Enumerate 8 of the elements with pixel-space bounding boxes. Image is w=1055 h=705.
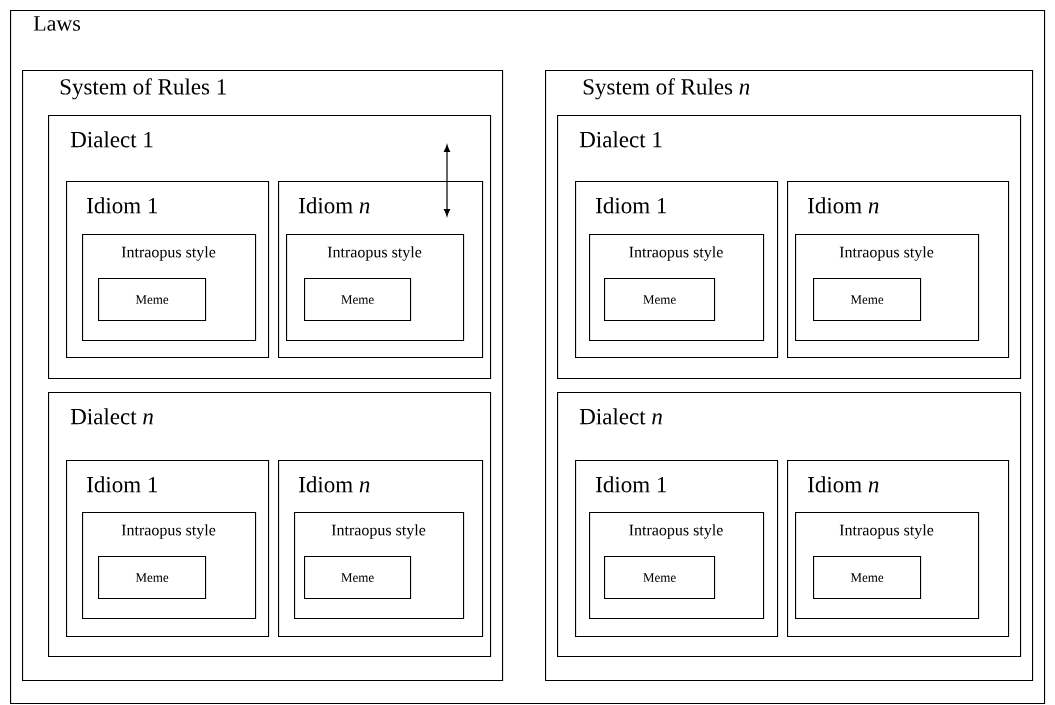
meme-box: Meme bbox=[813, 556, 922, 600]
meme-box: Meme bbox=[304, 278, 412, 322]
meme-box: Meme bbox=[604, 556, 716, 600]
meme-box: Meme bbox=[98, 556, 207, 600]
meme-box: Meme bbox=[304, 556, 412, 600]
meme-box: Meme bbox=[813, 278, 922, 322]
meme-box: Meme bbox=[604, 278, 716, 322]
meme-box: Meme bbox=[98, 278, 207, 322]
